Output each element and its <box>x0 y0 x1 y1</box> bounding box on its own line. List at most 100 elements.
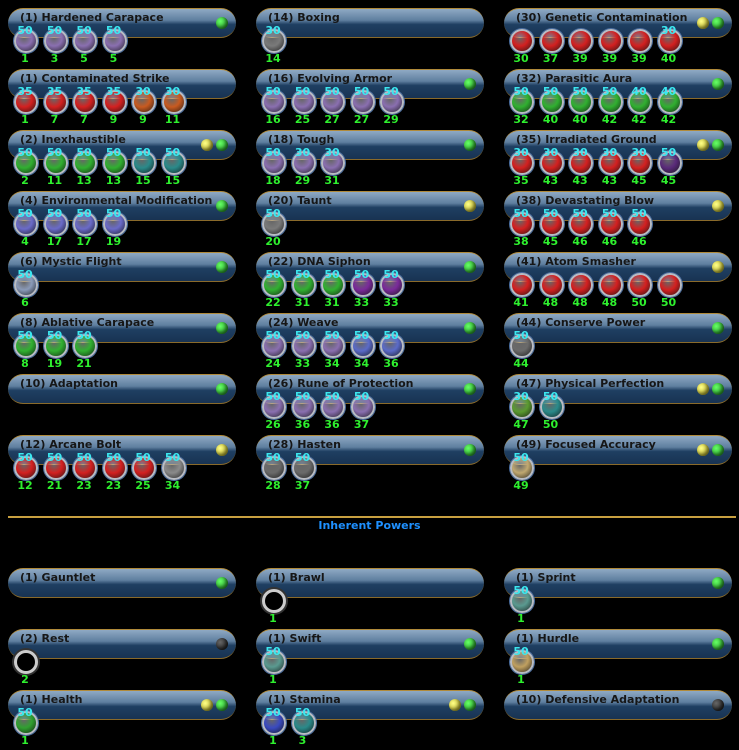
enhancement-slot[interactable]: 48 <box>597 269 623 311</box>
power-entry[interactable]: (1) Gauntlet <box>8 568 238 626</box>
enhancement-slot[interactable]: 48 <box>567 269 593 311</box>
enhancement-slot[interactable]: 2 <box>12 646 38 688</box>
enhancement-slot[interactable]: 30 <box>508 25 534 67</box>
enhancement-slot[interactable]: 39 <box>567 25 593 67</box>
enhancement-slot[interactable]: 1 <box>260 585 286 627</box>
power-bar[interactable]: (47) Physical Perfection <box>504 374 732 404</box>
power-bar[interactable]: (1) Brawl <box>256 568 484 598</box>
power-bar[interactable]: (1) Gauntlet <box>8 568 236 598</box>
power-bar[interactable]: (1) Health <box>8 690 236 720</box>
enhancement-slot[interactable]: 41 <box>508 269 534 311</box>
enhancement-slot[interactable]: 48 <box>538 269 564 311</box>
power-bar[interactable]: (49) Focused Accuracy <box>504 435 732 465</box>
power-bar[interactable]: (44) Conserve Power <box>504 313 732 343</box>
power-bar[interactable]: (20) Taunt <box>256 191 484 221</box>
enhancement-slot[interactable]: 39 <box>597 25 623 67</box>
power-bar[interactable]: (14) Boxing <box>256 8 484 38</box>
power-bar[interactable]: (10) Adaptation <box>8 374 236 404</box>
power-bar[interactable]: (1) Swift <box>256 629 484 659</box>
power-bar[interactable]: (1) Hurdle <box>504 629 732 659</box>
